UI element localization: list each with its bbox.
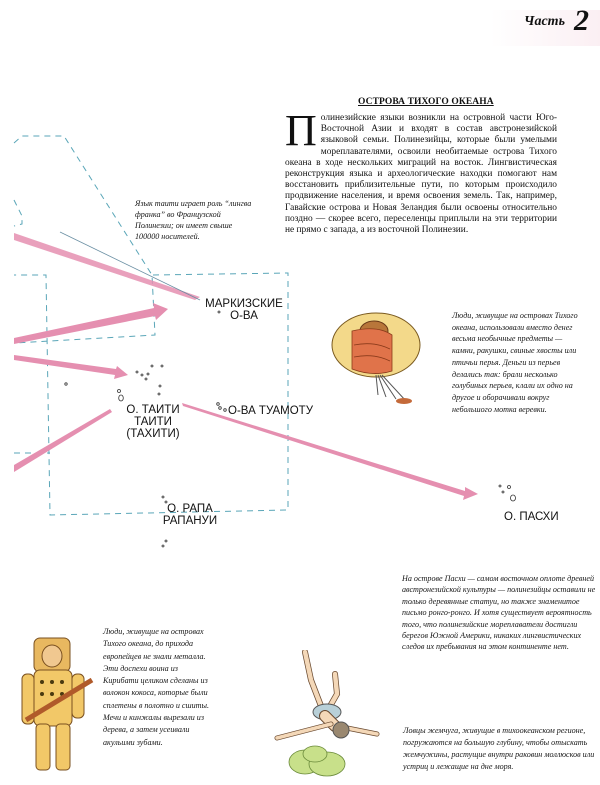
pearl-diver-illustration [274, 650, 380, 777]
map-label-tahiti: О. ТАИТИ ТАИТИ (ТАХИТИ) [114, 404, 192, 440]
map-label-marquesas-line1: МАРКИЗСКИЕ [205, 298, 283, 310]
map-label-tuamotu: О-ВА ТУАМОТУ [228, 405, 314, 417]
caption-armor: Люди, живущие на островах Тихого океана,… [103, 627, 210, 747]
article-text: олинезийские языки возникли на островной… [285, 113, 557, 236]
part-number: 2 [574, 4, 589, 37]
map-label-tahiti-line2: ТАИТИ [134, 416, 172, 428]
feather-money-illustration [331, 312, 421, 404]
warrior-armor-illustration [21, 637, 94, 771]
map-label-marquesas: МАРКИЗСКИЕ О-ВА [204, 298, 284, 322]
map-label-rapa-line2: РАПАНУИ [162, 515, 218, 527]
map-label-rapa: О. РАПА РАПАНУИ [158, 503, 222, 527]
caption-pearl-divers: Ловцы жемчуга, живущие в тихоокеанском р… [403, 726, 595, 772]
map-label-marquesas-line2: О-ВА [230, 310, 258, 322]
dashed-region-borders [13, 135, 289, 516]
caption-easter-island: На острове Пасхи — самом восточном оплот… [402, 574, 596, 652]
route-line [59, 231, 201, 301]
article-title: ОСТРОВА ТИХОГО ОКЕАНА [358, 97, 494, 107]
caption-tahiti-language: Язык таити играет роль “лингва франка” в… [135, 199, 252, 241]
migration-arrows [14, 233, 478, 500]
drop-cap: П [285, 106, 317, 155]
map-label-easter-island: О. ПАСХИ [504, 511, 559, 523]
map-label-tahiti-line3: (ТАХИТИ) [126, 428, 180, 440]
map-label-rapa-line1: О. РАПА [167, 503, 213, 515]
map-label-tahiti-line1: О. ТАИТИ [126, 404, 180, 416]
island-dots [64, 310, 516, 548]
part-header-band [490, 10, 600, 46]
part-label: Часть [524, 14, 565, 29]
caption-feather-money: Люди, живущие на островах Тихого океана,… [452, 311, 578, 414]
